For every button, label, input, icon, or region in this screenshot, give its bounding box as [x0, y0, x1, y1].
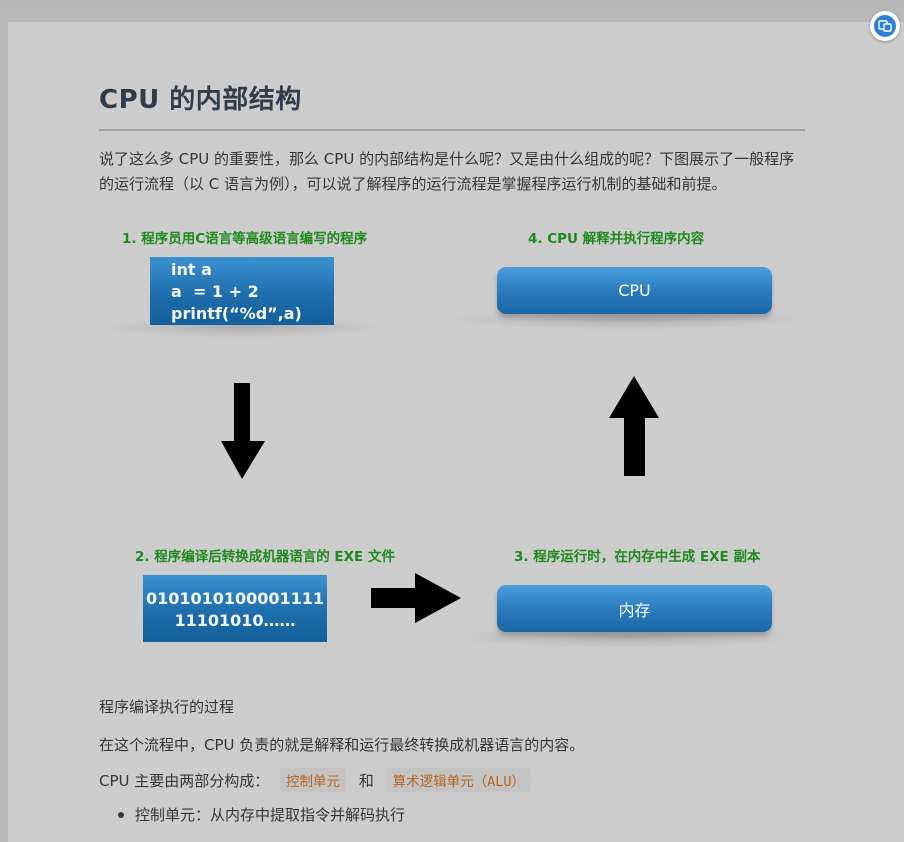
paragraph-text: CPU 主要由两部分构成：: [99, 772, 270, 790]
inline-code-alu: 算术逻辑单元（ALU）: [386, 768, 532, 792]
bullet-list: 控制单元：从内存中提取指令并解码执行: [99, 803, 405, 827]
title-divider: [99, 129, 805, 131]
machine-code-box: 0101010100001111 11101010……: [143, 575, 327, 642]
inline-code-control-unit: 控制单元: [280, 768, 347, 792]
paragraph: CPU 主要由两部分构成： 控制单元 和 算术逻辑单元（ALU）: [99, 768, 532, 792]
article-title: CPU 的内部结构: [99, 85, 302, 115]
paragraph: 在这个流程中，CPU 负责的就是解释和运行最终转换成机器语言的内容。: [99, 736, 585, 754]
code-line: a = 1 + 2: [171, 282, 259, 301]
code-line: int a: [171, 260, 212, 279]
floating-translate-button[interactable]: [870, 11, 900, 41]
arrow-up-icon: [609, 376, 659, 476]
intro-paragraph: 说了这么多 CPU 的重要性，那么 CPU 的内部结构是什么呢？又是由什么组成的…: [99, 150, 795, 193]
step2-label: 2. 程序编译后转换成机器语言的 EXE 文件: [135, 549, 395, 565]
memory-box: 内存: [497, 585, 772, 632]
step1-label: 1. 程序员用C语言等高级语言编写的程序: [122, 231, 368, 247]
list-item: 控制单元：从内存中提取指令并解码执行: [99, 803, 405, 827]
step4-label: 4. CPU 解释并执行程序内容: [528, 231, 705, 247]
figure-caption: 程序编译执行的过程: [99, 698, 235, 716]
code-line: 0101010100001111: [145, 589, 325, 608]
translate-icon: [874, 15, 896, 37]
top-bar: [0, 0, 904, 8]
bullet-dot: [118, 812, 124, 818]
arrow-down-icon: [221, 383, 265, 479]
code-line: 11101010……: [174, 611, 296, 630]
source-code-box: int a a = 1 + 2 printf(“%d”,a): [150, 257, 334, 325]
arrow-right-icon: [371, 573, 461, 623]
list-item-text: 控制单元：从内存中提取指令并解码执行: [135, 806, 406, 824]
paragraph-text: 和: [358, 772, 374, 790]
cpu-box: CPU: [497, 267, 772, 314]
code-line: printf(“%d”,a): [171, 304, 302, 323]
page-sheet: [8, 22, 904, 842]
step3-label: 3. 程序运行时，在内存中生成 EXE 副本: [514, 549, 761, 565]
